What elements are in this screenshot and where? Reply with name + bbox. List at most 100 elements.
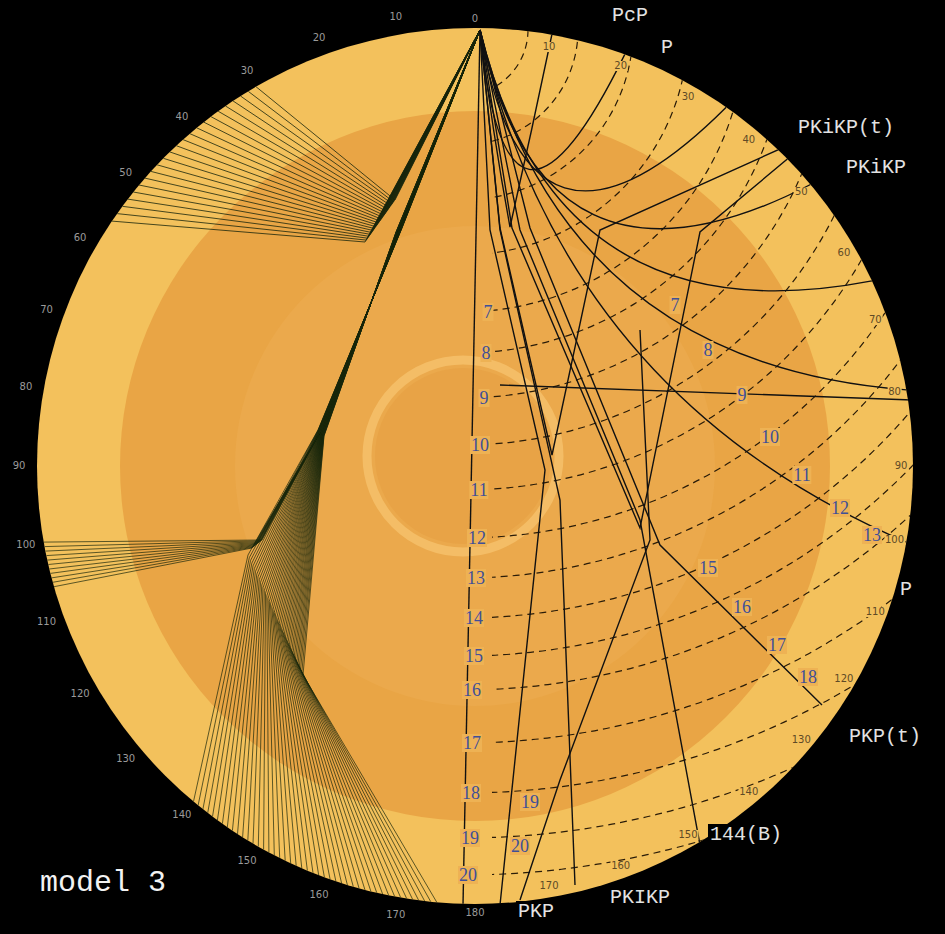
ray-path [46, 432, 320, 556]
ray-path [190, 30, 480, 217]
degree-mark: 30 [241, 66, 254, 76]
degree-mark: 120 [71, 689, 90, 699]
degree-mark: 70 [868, 315, 883, 325]
wavefront-arc [492, 0, 945, 690]
ray-path [287, 30, 480, 888]
ray-path [170, 30, 480, 223]
degree-mark: 40 [741, 135, 756, 145]
degree-mark: 120 [833, 674, 854, 684]
ray-path [163, 30, 480, 225]
degree-mark: 70 [40, 305, 53, 315]
time-mark: 20 [458, 866, 478, 884]
phase-label: PKP(t) [847, 726, 923, 748]
ray-path [480, 30, 906, 390]
wavefront-arc [492, 0, 945, 875]
degree-mark: 160 [309, 890, 328, 900]
degree-mark: 50 [119, 168, 132, 178]
ray-path [222, 30, 480, 824]
wavefront-arc [492, 0, 945, 793]
degree-mark: 10 [542, 42, 557, 52]
inner-core [375, 368, 551, 544]
time-mark: 9 [737, 386, 748, 404]
ray-path [203, 30, 480, 809]
ray-path [45, 432, 321, 547]
ray-path [157, 30, 480, 227]
degree-mark: 160 [610, 861, 631, 871]
ray-path [480, 30, 726, 191]
degree-mark: 40 [176, 112, 189, 122]
inner-core-ring [367, 360, 559, 552]
wavefront-arc [492, 0, 945, 538]
wavefront-arc [492, 0, 831, 398]
ray-path [243, 30, 480, 837]
time-mark: 19 [520, 793, 540, 811]
time-mark: 15 [464, 647, 484, 665]
phase-label: PcP [610, 5, 650, 27]
ray-path [226, 30, 481, 208]
time-mark: 19 [460, 829, 480, 847]
ray-path [233, 30, 480, 206]
degree-mark: 150 [677, 830, 698, 840]
ray-path [269, 30, 480, 858]
ray-path [480, 30, 700, 845]
ray-path [520, 330, 650, 900]
ray-path [500, 385, 912, 400]
ray-path [267, 30, 480, 853]
degree-mark: 130 [116, 754, 135, 764]
time-mark: 18 [461, 784, 481, 802]
degree-mark: 10 [389, 12, 402, 22]
time-mark: 20 [510, 837, 530, 855]
ray-path [208, 30, 480, 813]
wavefront-arc [492, 0, 745, 312]
phase-label: PKiKP [844, 157, 908, 179]
ray-path [268, 30, 480, 855]
ray-path [128, 30, 480, 236]
wavefront-arc [492, 0, 923, 490]
time-mark: 9 [479, 389, 490, 407]
degree-mark: 140 [738, 787, 759, 797]
ray-path [117, 30, 480, 240]
ray-path [54, 432, 320, 587]
phase-label: PKIKP [608, 887, 672, 909]
degree-mark: 90 [894, 461, 909, 471]
ray-path [197, 30, 480, 215]
ray-path [52, 432, 321, 578]
wavefront-arc [492, 0, 945, 743]
ray-path [211, 30, 480, 212]
degree-mark: 80 [887, 387, 902, 397]
time-mark: 8 [703, 341, 714, 359]
ray-path [218, 30, 480, 210]
degree-mark: 110 [37, 617, 56, 627]
ray-path [289, 30, 480, 891]
wavefront-arc [492, 0, 945, 618]
ray-path [145, 30, 480, 231]
ray-path [298, 30, 480, 900]
ray-path [288, 30, 480, 890]
ray-path [297, 30, 480, 899]
time-mark: 10 [470, 436, 490, 454]
ray-path [284, 30, 480, 885]
degree-mark: 20 [313, 33, 326, 43]
wavefront-arc [492, 0, 688, 255]
ray-path [264, 30, 480, 850]
phase-label: PKiKP(t) [796, 117, 896, 139]
time-mark: 16 [732, 598, 752, 616]
ray-path [47, 432, 320, 560]
time-mark: 8 [481, 344, 492, 362]
degree-mark: 150 [237, 856, 256, 866]
ray-path [480, 30, 800, 455]
degree-mark: 20 [613, 61, 628, 71]
degree-mark: 180 [464, 908, 485, 918]
ray-path [283, 30, 480, 883]
time-mark: 13 [862, 526, 882, 544]
degree-mark: 60 [74, 233, 87, 243]
phase-label: PKP [516, 901, 556, 923]
ray-path [480, 30, 811, 229]
ray-path [274, 30, 480, 868]
time-mark: 17 [767, 636, 787, 654]
model-label: model 3 [40, 868, 166, 898]
degree-mark: 140 [172, 810, 191, 820]
time-mark: 15 [698, 559, 718, 577]
ray-path [48, 432, 320, 565]
